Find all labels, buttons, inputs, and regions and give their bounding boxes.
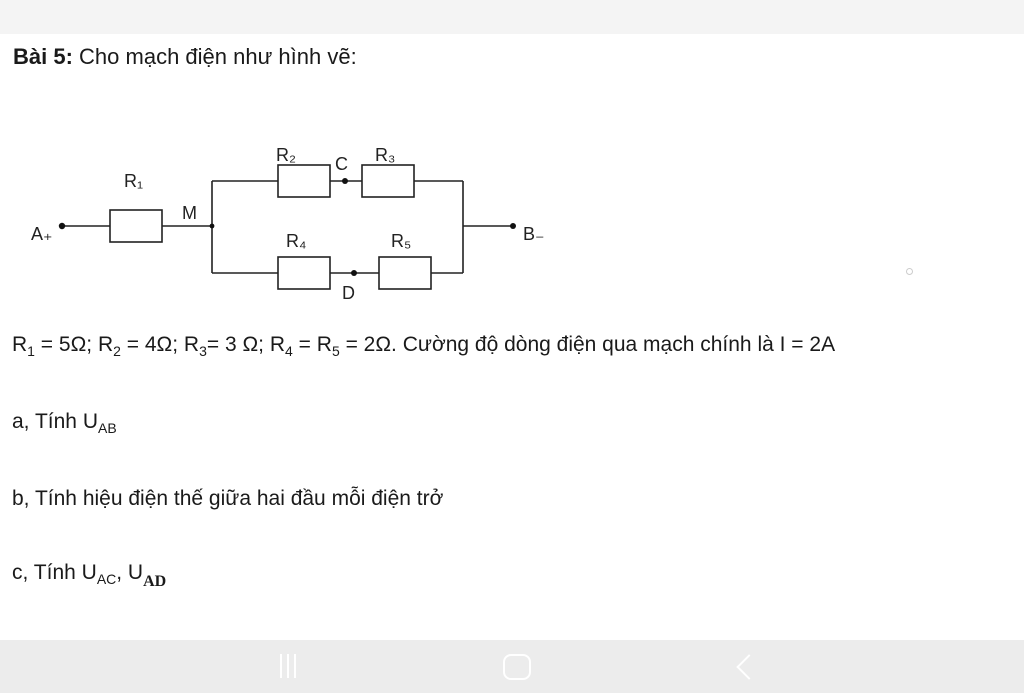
resistor-r4 <box>277 256 331 290</box>
resistor-r2 <box>277 164 331 198</box>
back-icon[interactable] <box>736 654 762 680</box>
r5-value-and-current: = 2Ω. Cường độ dòng điện qua mạch chính … <box>339 333 836 356</box>
question-c-subscript-ad: AD <box>143 573 167 590</box>
label-b: B₋ <box>523 224 545 244</box>
r3-subscript: 3 <box>199 343 207 359</box>
label-r3: R₃ <box>375 145 395 165</box>
resistor-r3 <box>361 164 415 198</box>
resistor-r1 <box>109 209 163 243</box>
label-r5: R₅ <box>391 231 411 251</box>
r4-equals: = <box>292 333 317 356</box>
label-d: D <box>342 283 355 300</box>
r5-symbol: R <box>316 333 332 356</box>
question-c: c, Tính UAC, UAD <box>12 561 166 591</box>
r1-symbol: R <box>12 333 28 356</box>
question-c-text: c, Tính U <box>12 561 97 584</box>
question-b-text: b, Tính hiệu điện thế giữa hai đầu mỗi đ… <box>12 487 444 510</box>
label-r4: R₄ <box>286 231 306 251</box>
node-a <box>58 222 66 230</box>
document-page <box>0 34 1024 640</box>
problem-number: Bài 5: <box>13 44 73 69</box>
question-b: b, Tính hiệu điện thế giữa hai đầu mỗi đ… <box>12 487 443 511</box>
faint-circle-mark <box>906 268 913 275</box>
r5-subscript: 5 <box>331 343 340 359</box>
node-c <box>342 178 348 184</box>
r1-subscript: 1 <box>27 343 35 359</box>
r4-symbol: R <box>269 333 286 356</box>
resistor-r5 <box>378 256 432 290</box>
home-icon[interactable] <box>503 654 531 680</box>
recent-apps-icon[interactable] <box>278 654 298 678</box>
label-r2: R₂ <box>276 145 296 165</box>
r4-subscript: 4 <box>285 343 293 359</box>
r2-subscript: 2 <box>113 343 121 359</box>
label-r1: R₁ <box>124 171 143 191</box>
top-status-bar <box>0 0 1024 34</box>
question-c-subscript-ac: AC <box>96 571 117 587</box>
label-a: A₊ <box>31 224 53 244</box>
r2-symbol: R <box>97 333 114 356</box>
label-m: M <box>182 203 197 223</box>
circuit-diagram: R₁ R₂ C R₃ M A₊ R₄ R₅ D B₋ <box>31 145 545 300</box>
question-a-subscript: AB <box>98 420 117 436</box>
question-a-text: a, Tính U <box>12 410 98 433</box>
problem-statement: Cho mạch điện như hình vẽ: <box>72 44 357 69</box>
question-a: a, Tính UAB <box>12 410 117 436</box>
r3-symbol: R <box>183 333 200 356</box>
problem-title: Bài 5: Cho mạch điện như hình vẽ: <box>13 44 357 70</box>
r3-value: = 3 Ω; <box>206 333 270 356</box>
node-b <box>510 223 516 229</box>
given-values: R1 = 5Ω; R2 = 4Ω; R3= 3 Ω; R4 = R5 = 2Ω.… <box>12 333 835 359</box>
r2-value: = 4Ω; <box>120 333 184 356</box>
question-c-separator: , U <box>116 561 144 584</box>
node-m <box>209 223 215 229</box>
label-c: C <box>335 154 348 174</box>
node-d <box>351 270 357 276</box>
r1-value: = 5Ω; <box>34 333 98 356</box>
android-navigation-bar <box>0 640 1024 693</box>
